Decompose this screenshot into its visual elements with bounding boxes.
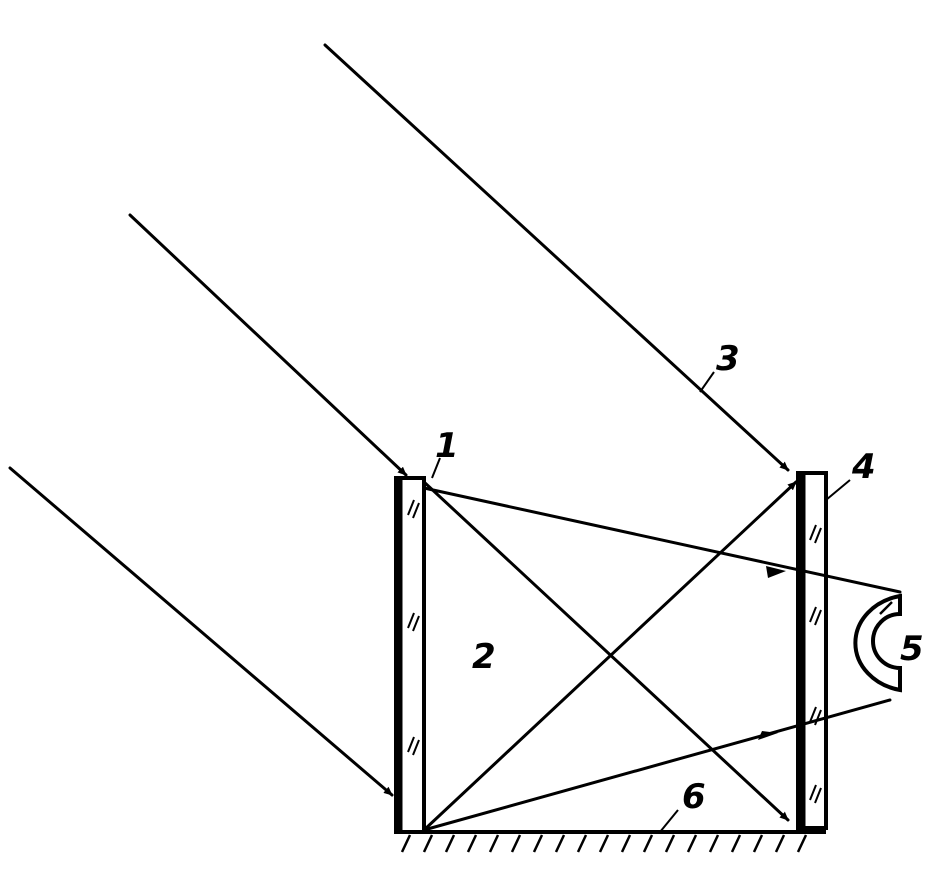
cross-ray-down xyxy=(422,480,790,822)
ray-arrow-bottom xyxy=(758,731,778,740)
receiver-cup xyxy=(853,593,902,693)
label-5: 5 xyxy=(900,629,924,669)
ray-arrow-top xyxy=(766,566,786,578)
right-plate xyxy=(796,471,828,830)
left-plate xyxy=(394,476,426,834)
cross-ray-up xyxy=(422,480,798,832)
incoming-ray-2 xyxy=(128,213,408,477)
base-mirror xyxy=(396,830,826,853)
label-6: 6 xyxy=(682,777,706,817)
leader-4 xyxy=(825,479,851,501)
leader-3 xyxy=(699,371,715,393)
label-1: 1 xyxy=(435,426,459,466)
label-4: 4 xyxy=(851,447,876,487)
incoming-ray-3 xyxy=(8,466,394,797)
ray-to-receiver-bottom xyxy=(422,698,892,832)
label-2: 2 xyxy=(472,637,496,677)
leader-1 xyxy=(431,457,441,479)
leader-6 xyxy=(659,809,679,833)
incoming-ray-1 xyxy=(323,43,790,472)
label-3: 3 xyxy=(716,339,740,379)
ray-to-receiver-top xyxy=(422,486,902,594)
